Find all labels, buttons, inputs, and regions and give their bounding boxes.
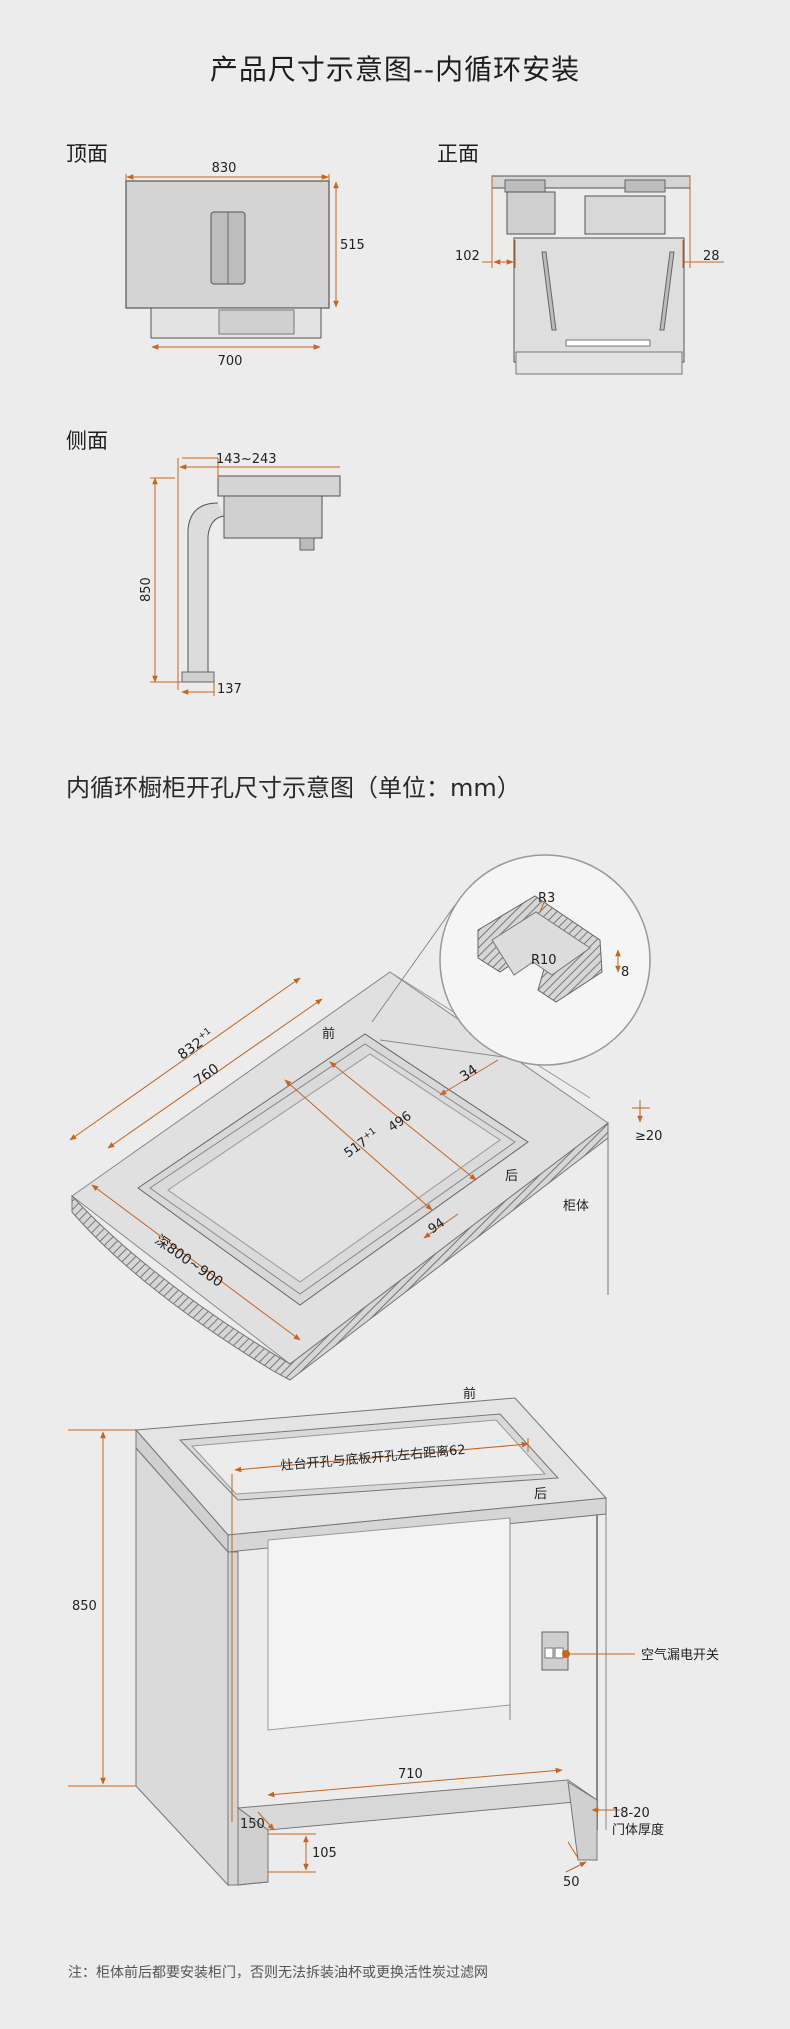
side-bottom-137: 137 bbox=[217, 682, 242, 697]
top-view-label: 顶面 bbox=[66, 142, 108, 166]
page-title: 产品尺寸示意图--内循环安装 bbox=[209, 53, 581, 86]
cabinet-cut-title: 内循环橱柜开孔尺寸示意图（单位：mm） bbox=[66, 774, 521, 802]
body-105: 105 bbox=[312, 1846, 337, 1861]
body-label-front: 前 bbox=[463, 1386, 476, 1402]
body-door-label: 门体厚度 bbox=[612, 1822, 664, 1838]
body-height-850: 850 bbox=[72, 1599, 97, 1614]
switch-label: 空气漏电开关 bbox=[641, 1647, 719, 1663]
label-front: 前 bbox=[322, 1026, 335, 1042]
dim-thickness: ≥20 bbox=[635, 1129, 662, 1144]
body-bottom-710: 710 bbox=[398, 1767, 423, 1782]
top-view: 830 515 700 bbox=[125, 161, 365, 369]
top-width-830: 830 bbox=[212, 161, 237, 176]
detail-r3: R3 bbox=[538, 891, 555, 906]
top-base-700: 700 bbox=[218, 354, 243, 369]
dim-832: 832+1 bbox=[175, 1026, 218, 1063]
cabinet-body-view: 空气漏电开关 前 后 灶台开孔与底板开孔左右距离62 850 710 150 1… bbox=[68, 1386, 719, 1890]
front-view-label: 正面 bbox=[437, 142, 479, 166]
countertop-view: 832+1 760 517+1 496 34 94 深800~900 ≥20 前… bbox=[69, 854, 662, 1381]
side-height-850: 850 bbox=[139, 577, 154, 602]
body-left-150: 150 bbox=[240, 1817, 265, 1832]
front-view: 102 28 bbox=[455, 175, 724, 375]
top-depth-515: 515 bbox=[340, 238, 365, 253]
dim-760: 760 bbox=[191, 1061, 222, 1089]
detail-8: 8 bbox=[621, 965, 629, 980]
side-view: 143~243 850 137 bbox=[139, 452, 341, 697]
front-offset-102: 102 bbox=[455, 249, 480, 264]
body-label-back: 后 bbox=[534, 1487, 547, 1502]
body-door-thickness: 18-20 bbox=[612, 1806, 650, 1821]
side-range: 143~243 bbox=[216, 452, 277, 467]
footnote: 注：柜体前后都要安装柜门，否则无法拆装油杯或更换活性炭过滤网 bbox=[68, 1965, 488, 1981]
label-cabinet: 柜体 bbox=[563, 1199, 589, 1214]
side-view-label: 侧面 bbox=[66, 429, 108, 453]
label-back: 后 bbox=[505, 1169, 518, 1184]
detail-r10: R10 bbox=[531, 953, 557, 968]
front-offset-28: 28 bbox=[703, 249, 720, 264]
body-50: 50 bbox=[563, 1875, 580, 1890]
